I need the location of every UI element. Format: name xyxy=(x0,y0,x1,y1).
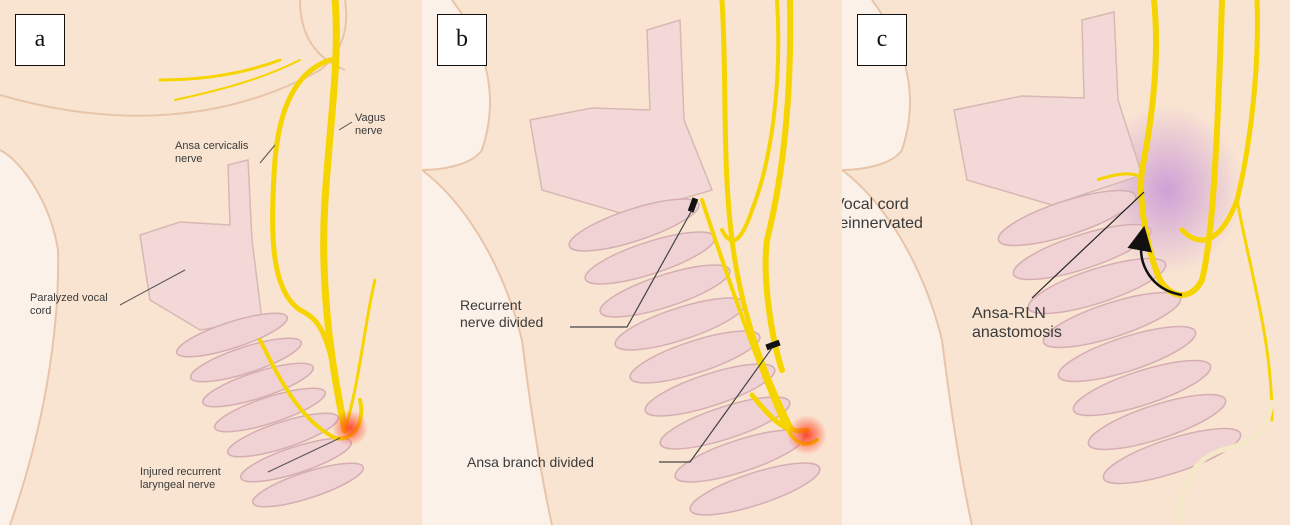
panel-c: c Vocal cord reinnervated Ansa-RLN anast… xyxy=(842,0,1290,525)
ansa-cervicalis-label: Ansa cervicalis nerve xyxy=(175,140,248,166)
ansa-rln-anastomosis-label: Ansa-RLN anastomosis xyxy=(972,304,1062,342)
vocal-cord-reinnervated-label: Vocal cord reinnervated xyxy=(842,195,923,233)
vagus-nerve-label: Vagus nerve xyxy=(355,112,385,138)
panel-label-a: a xyxy=(15,14,65,66)
ansa-branch-divided-label: Ansa branch divided xyxy=(467,454,594,471)
injured-rln-label: Injured recurrent laryngeal nerve xyxy=(140,466,221,492)
paralyzed-vocal-cord-label: Paralyzed vocal cord xyxy=(30,292,108,318)
panel-b: b Recurrent nerve divided Ansa branch di… xyxy=(422,0,842,525)
panel-a: a Vagus nerve Ansa cervicalis nerve Para… xyxy=(0,0,422,525)
panel-label-c: c xyxy=(857,14,907,66)
panel-a-illustration xyxy=(0,0,422,525)
panel-b-illustration xyxy=(422,0,842,525)
panel-label-b: b xyxy=(437,14,487,66)
panel-c-illustration xyxy=(842,0,1290,525)
recurrent-nerve-divided-label: Recurrent nerve divided xyxy=(460,297,543,331)
